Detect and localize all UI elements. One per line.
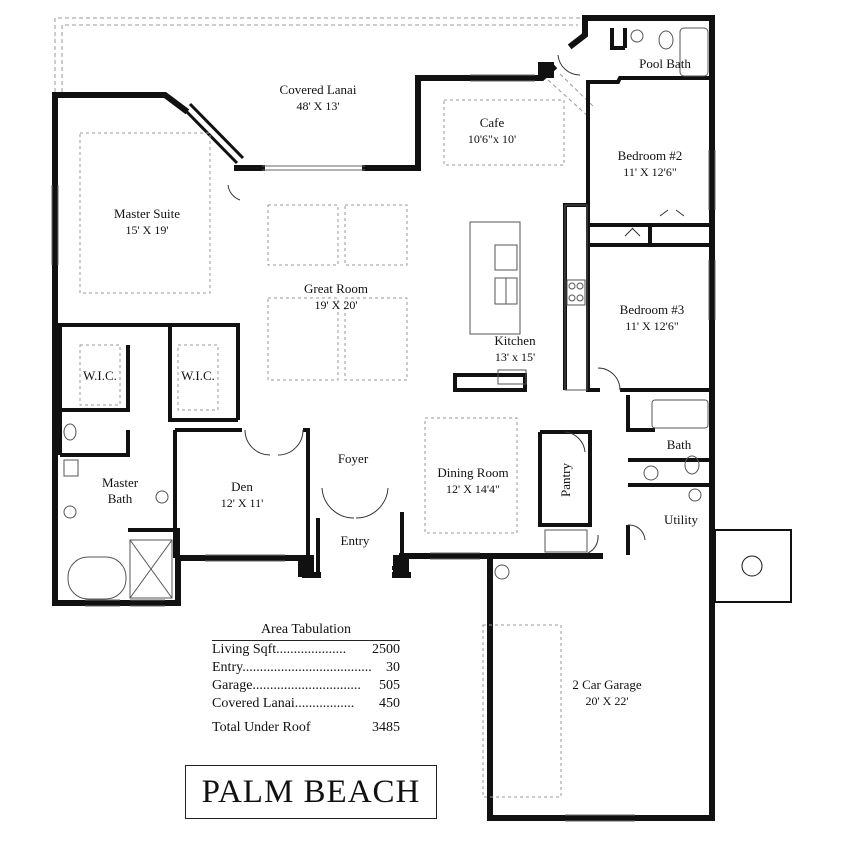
- kitchen-fixtures: [469, 204, 588, 553]
- wall-pillars: [298, 62, 554, 577]
- area-tabulation-title: Area Tabulation: [212, 622, 400, 641]
- doors: [227, 54, 685, 554]
- room-bath: Bath: [666, 437, 692, 452]
- area-row: Entry...................................…: [212, 660, 400, 675]
- room-wic-left: W.I.C.: [83, 368, 117, 383]
- room-utility: Utility: [664, 512, 698, 527]
- room-entry: Entry: [340, 533, 370, 548]
- bath-fixtures: [63, 27, 709, 600]
- windows: [51, 74, 716, 822]
- room-pantry: Pantry: [558, 463, 573, 497]
- master-angled-walls: [183, 102, 245, 165]
- interior-walls: [55, 28, 712, 575]
- pool-equipment: [714, 529, 792, 603]
- area-row: Living Sqft....................2500: [212, 642, 400, 657]
- ceiling-features: [79, 99, 565, 798]
- room-pool-bath: Pool Bath: [639, 56, 691, 71]
- area-row: Garage...............................505: [212, 678, 400, 693]
- plan-name-title: PALM BEACH: [185, 765, 437, 819]
- room-wic-right: W.I.C.: [181, 368, 215, 383]
- area-row: Covered Lanai.................450: [212, 696, 400, 711]
- area-tabulation: Area Tabulation Living Sqft.............…: [212, 622, 400, 737]
- lanai-outline: [54, 17, 596, 119]
- room-foyer: Foyer: [337, 451, 369, 466]
